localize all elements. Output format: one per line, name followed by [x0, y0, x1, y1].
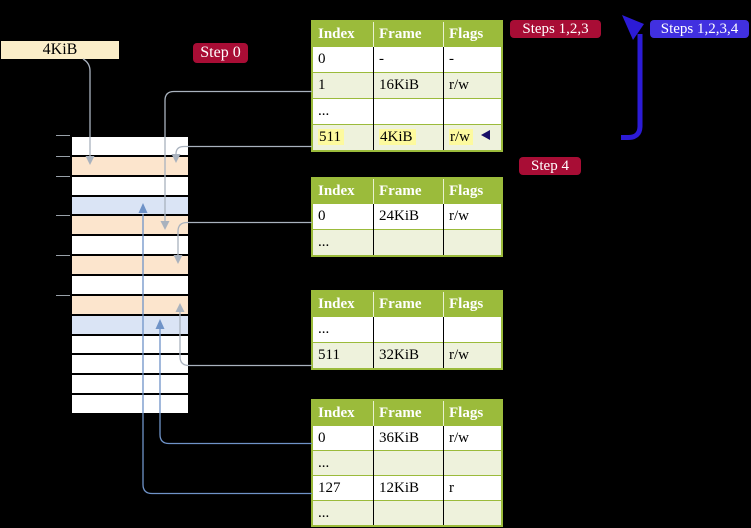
column-header-frame: Frame	[373, 178, 444, 204]
memory-frame-row-13	[72, 393, 188, 414]
column-header-index: Index	[312, 178, 374, 204]
memory-frame-row-7	[72, 274, 188, 294]
table-row: ...	[312, 500, 502, 526]
address-tick	[56, 295, 70, 296]
column-header-flags: Flags	[443, 178, 502, 204]
memory-frame-row-8	[72, 293, 188, 314]
column-header-frame: Frame	[373, 21, 444, 47]
table-cell	[443, 316, 502, 343]
memory-frame-row-10	[72, 333, 188, 354]
steps-123-badge: Steps 1,2,3	[510, 20, 601, 38]
table-cell: 0	[312, 46, 374, 73]
table-cell: ...	[312, 450, 374, 476]
address-tick	[56, 215, 70, 216]
table-cell: 127	[312, 475, 374, 501]
table-cell	[373, 229, 444, 256]
table-cell	[443, 500, 502, 526]
column-header-index: Index	[312, 21, 374, 47]
table-cell: r/w	[443, 124, 502, 151]
column-header-index: Index	[312, 291, 374, 317]
table-row: 0--	[312, 46, 502, 73]
address-tick	[56, 255, 70, 256]
highlighted-value: 4KiB	[379, 129, 416, 145]
table-cell: 0	[312, 203, 374, 230]
step-0-badge: Step 0	[193, 43, 248, 63]
table-cell	[373, 316, 444, 343]
table-cell: ...	[312, 229, 374, 256]
table-cell: 12KiB	[373, 475, 444, 501]
column-header-flags: Flags	[443, 400, 502, 426]
arrow-pt1-entry511-to-4kib-frame	[175, 145, 312, 155]
memory-frame-row-4	[72, 214, 188, 235]
address-tick	[56, 176, 70, 177]
table-row: ...	[312, 98, 502, 125]
column-header-index: Index	[312, 400, 374, 426]
arrow-pt3-entry511-to-32kib-frame	[179, 312, 312, 367]
table-cell: 0	[312, 425, 374, 451]
address-tick	[56, 156, 70, 157]
table-row: ...	[312, 450, 502, 476]
steps-1234-badge: Steps 1,2,3,4	[650, 20, 749, 38]
recursive-mapping-arrow-head	[622, 15, 644, 40]
frame-size-label: 4KiB	[1, 41, 119, 59]
table-cell: 24KiB	[373, 203, 444, 230]
table-cell: 32KiB	[373, 342, 444, 369]
column-header-frame: Frame	[373, 400, 444, 426]
highlighted-value: r/w	[449, 129, 473, 145]
table-cell: r	[443, 475, 502, 501]
memory-frame-row-2	[72, 174, 188, 195]
table-row: ...	[312, 229, 502, 256]
address-tick	[56, 135, 70, 136]
table-cell: r/w	[443, 342, 502, 369]
table-cell: 16KiB	[373, 72, 444, 99]
memory-frame-row-9	[72, 313, 188, 334]
table-cell: -	[443, 46, 502, 73]
recursive-mapping-arrow	[621, 34, 643, 140]
highlighted-value: 511	[318, 129, 344, 145]
table-row: 511 4KiB r/w	[312, 124, 502, 151]
column-header-flags: Flags	[443, 291, 502, 317]
physical-memory-stack	[70, 135, 190, 415]
table-row: ...	[312, 316, 502, 343]
table-cell: 1	[312, 72, 374, 99]
table-cell	[443, 229, 502, 256]
table-cell	[373, 98, 444, 125]
table-cell: r/w	[443, 203, 502, 230]
column-header-flags: Flags	[443, 21, 502, 47]
memory-frame-row-11	[72, 353, 188, 374]
table-cell: 4KiB	[373, 124, 444, 151]
table-cell: ...	[312, 500, 374, 526]
table-cell: ...	[312, 98, 374, 125]
table-cell: 511	[312, 124, 374, 151]
memory-frame-row-1	[72, 154, 188, 175]
column-header-frame: Frame	[373, 291, 444, 317]
memory-frame-row-0	[72, 137, 188, 155]
memory-frame-row-5	[72, 234, 188, 255]
table-cell: -	[373, 46, 444, 73]
memory-frame-row-12	[72, 373, 188, 394]
step-4-badge: Step 4	[519, 157, 581, 175]
table-cell: 511	[312, 342, 374, 369]
table-cell	[373, 450, 444, 476]
table-cell	[443, 98, 502, 125]
table-cell: 36KiB	[373, 425, 444, 451]
memory-frame-row-3	[72, 194, 188, 215]
table-cell	[443, 450, 502, 476]
table-cell: ...	[312, 316, 374, 343]
arrow-pt2-entry0-to-24kib-frame	[177, 221, 312, 255]
table-cell: r/w	[443, 72, 502, 99]
memory-frame-row-6	[72, 254, 188, 275]
table-cell: r/w	[443, 425, 502, 451]
table-cell	[373, 500, 444, 526]
